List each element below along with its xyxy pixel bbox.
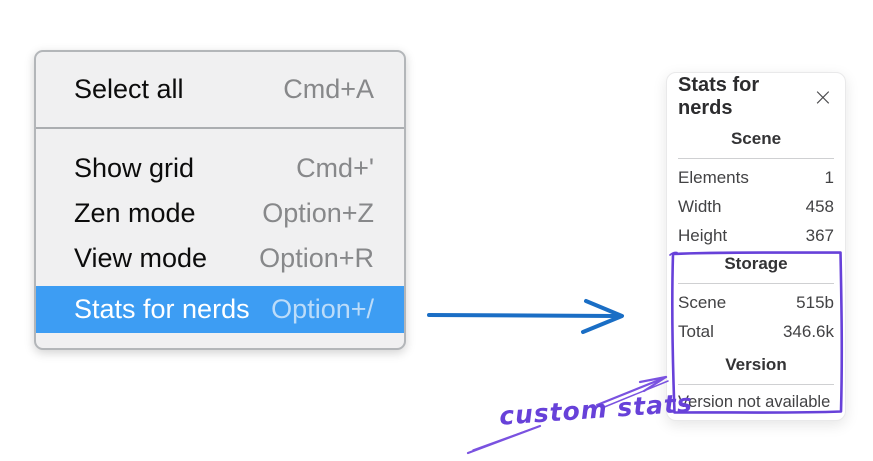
section-divider [678,283,834,284]
stat-value: 367 [805,226,834,245]
menu-item-shortcut: Option+R [259,243,374,273]
menu-item-label: Show grid [74,153,195,183]
section-divider [678,158,834,159]
menu-item-stats-for-nerds[interactable]: Stats for nerds Option+/ [36,286,404,333]
stat-row-scene-storage: Scene 515b [678,288,834,317]
stat-row-width: Width 458 [678,192,834,221]
close-icon[interactable]: × [812,83,833,111]
stat-label: Total [678,322,714,341]
stat-row-total-storage: Total 346.6k [678,317,834,346]
menu-divider [36,127,404,129]
section-divider [678,384,834,385]
menu-item-zen-mode[interactable]: Zen mode Option+Z [36,191,404,236]
stat-value: 1 [824,168,834,187]
stat-label: Width [678,197,722,216]
menu-item-label: Zen mode [74,198,196,228]
stats-panel-header: Stats for nerds × [678,74,834,119]
menu-item-label: View mode [74,243,208,273]
annotation-label: custom stats [498,388,694,431]
menu-item-shortcut: Cmd+A [283,74,374,104]
stat-row-elements: Elements 1 [678,163,834,192]
menu-item-select-all[interactable]: Select all Cmd+A [36,52,404,127]
stat-label: Scene [678,293,727,312]
section-heading-version: Version [725,355,787,374]
menu-item-view-mode[interactable]: View mode Option+R [36,236,404,281]
section-heading-storage: Storage [724,254,788,273]
menu-item-show-grid[interactable]: Show grid Cmd+' [36,146,404,191]
menu-item-shortcut: Option+/ [271,294,374,324]
stat-row-height: Height 367 [678,221,834,250]
annotation-arrow [466,375,669,455]
stats-panel: Stats for nerds × Scene Elements 1 Width… [666,72,846,421]
section-heading-scene: Scene [730,129,782,148]
stat-label: Elements [678,168,749,187]
menu-item-shortcut: Cmd+' [296,153,374,183]
menu-item-label: Select all [74,74,184,104]
menu-item-label: Stats for nerds [74,294,250,324]
stats-panel-title: Stats for nerds [678,74,760,119]
stat-value: 515b [796,293,834,312]
stat-value: 346.6k [782,322,834,341]
stat-value: 458 [805,197,834,216]
blue-arrow [427,299,624,334]
version-note: Version not available [678,393,831,411]
menu-item-shortcut: Option+Z [262,198,374,228]
stat-label: Height [678,226,728,245]
menu-group: Show grid Cmd+' Zen mode Option+Z View m… [36,129,404,333]
context-menu: Select all Cmd+A Show grid Cmd+' Zen mod… [34,50,406,350]
